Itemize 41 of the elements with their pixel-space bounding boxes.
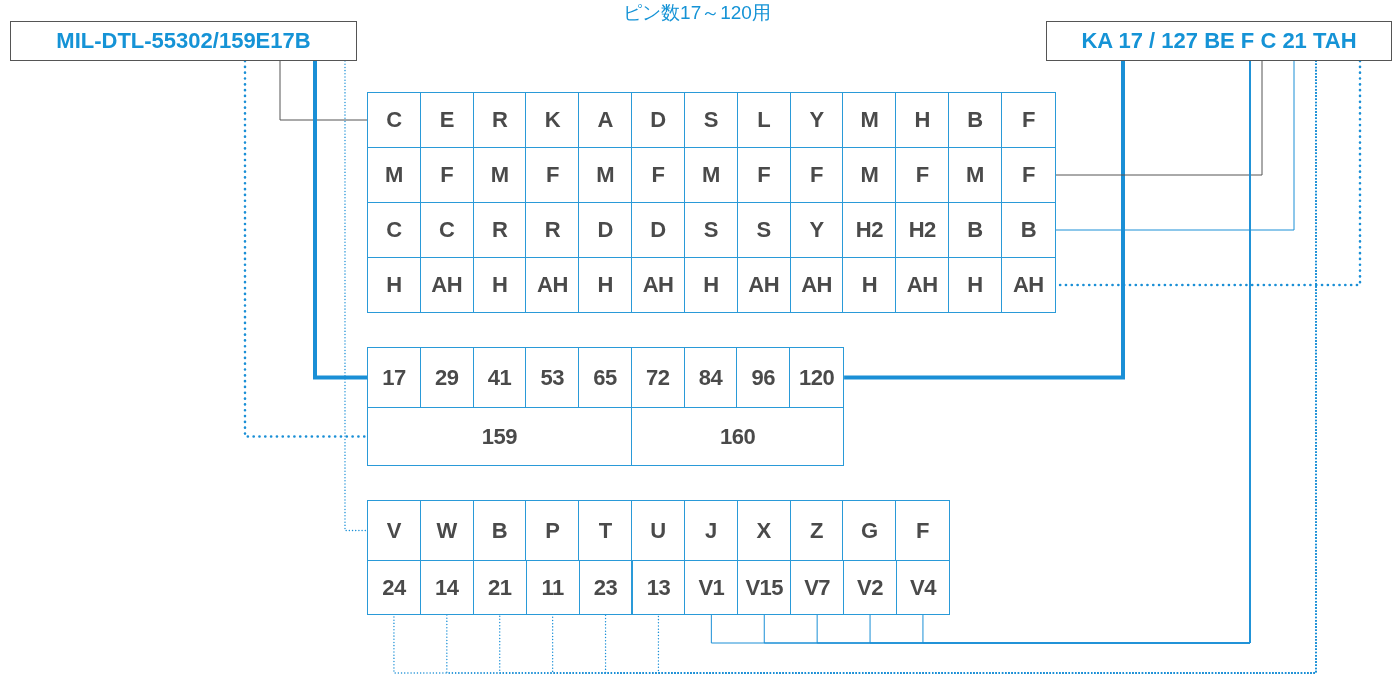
table-cell-text: 160 <box>718 422 757 451</box>
table-cell: AH <box>896 258 950 312</box>
connector-line <box>1055 60 1295 231</box>
table-cell: AH <box>632 258 685 312</box>
table-cell: 23 <box>578 560 633 615</box>
table-row <box>367 202 1056 258</box>
part-number-box: KA 17 / 127 BE F C 21 TAH <box>1046 21 1392 61</box>
table-cell: H <box>949 258 1002 312</box>
table-cell: H <box>684 258 738 312</box>
table-cell: 24 <box>367 560 421 615</box>
connector-line <box>344 60 368 532</box>
table-cell-text: 120 <box>798 363 836 392</box>
table-cell: AH <box>737 258 791 312</box>
table-cell: AH <box>790 258 844 312</box>
table-row <box>367 147 1056 203</box>
table-cell-text: B <box>1019 216 1038 244</box>
table-cell-text: F <box>1020 106 1036 134</box>
table-cell: V4 <box>896 560 950 615</box>
table-cell: AH <box>420 258 474 312</box>
table-cell: H <box>843 258 897 312</box>
connector-line <box>279 60 368 121</box>
connector-line <box>1055 60 1263 176</box>
table-row <box>367 500 950 561</box>
table-cell: H <box>368 258 421 312</box>
table-cell: AH <box>526 258 580 312</box>
table-row <box>367 347 845 408</box>
connector-line <box>243 59 369 438</box>
table-cell: H <box>473 258 527 312</box>
table-row <box>367 257 1056 313</box>
table-cell-text: F <box>915 516 930 545</box>
connector-line <box>844 61 1125 380</box>
table-cell: 159 <box>368 408 632 465</box>
table-cell-text: F <box>1020 161 1036 189</box>
connector-line <box>313 61 367 380</box>
table-row <box>367 407 845 466</box>
part-number-box: MIL-DTL-55302/159E17B <box>10 21 357 61</box>
table-cell: H <box>579 258 633 312</box>
table-row <box>367 92 1056 148</box>
table-cell: 13 <box>631 560 686 615</box>
table-cell-text: AH <box>1011 271 1045 299</box>
diagram-title: ピン数17～120用 <box>622 1 772 25</box>
